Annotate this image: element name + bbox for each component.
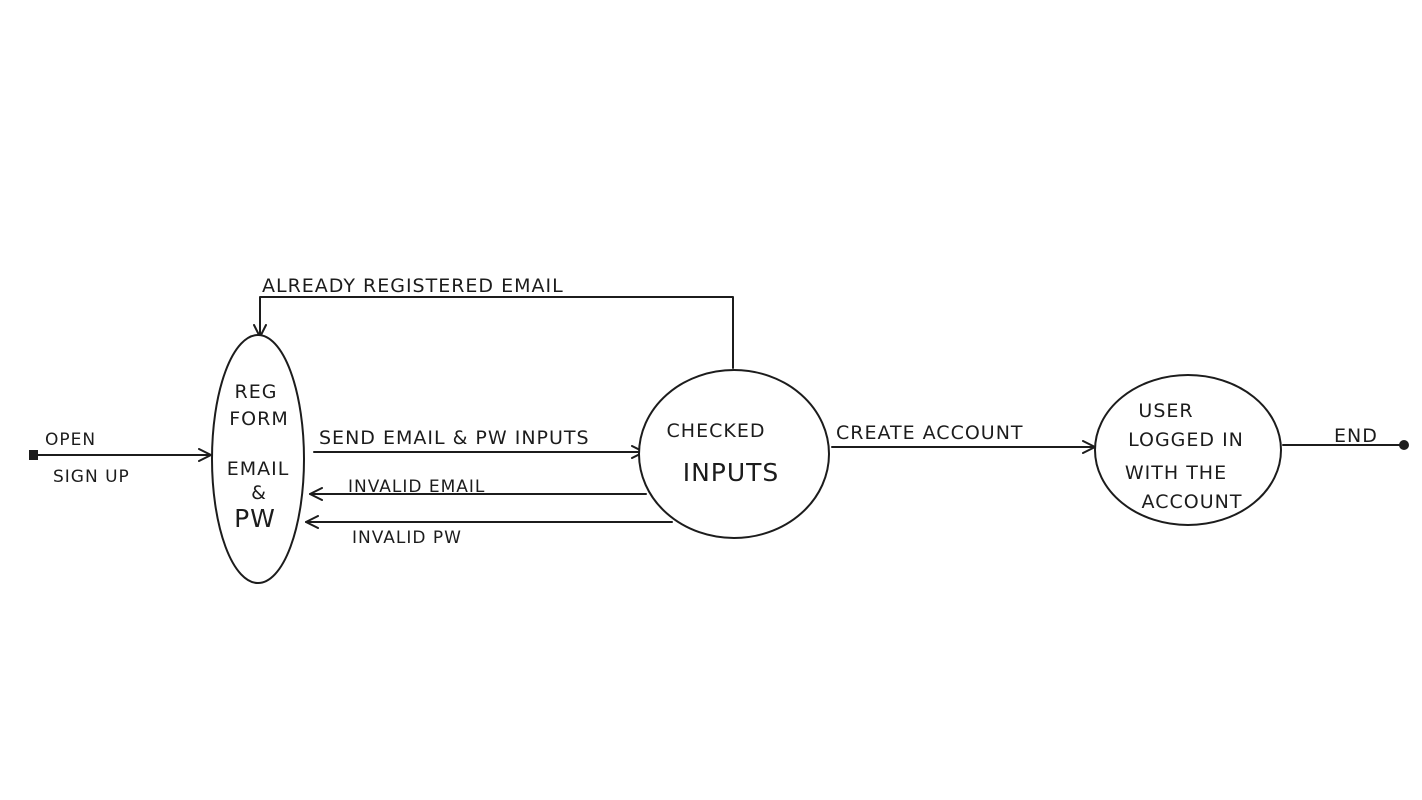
user-logged-in-line1: USER	[1138, 400, 1193, 422]
open-sign-up-label-line2: SIGN UP	[53, 467, 130, 487]
reg-form-line1: REG	[235, 381, 278, 403]
start-node	[29, 450, 38, 460]
state-checked-inputs	[638, 369, 830, 539]
send-inputs-label: SEND EMAIL & PW INPUTS	[319, 427, 590, 449]
end-label: END	[1334, 425, 1378, 447]
create-account-label: CREATE ACCOUNT	[836, 422, 1024, 444]
invalid-pw-label: INVALID PW	[352, 528, 462, 548]
reg-form-line2: FORM	[229, 408, 288, 430]
invalid-email-label: INVALID EMAIL	[348, 477, 485, 497]
checked-inputs-line2: INPUTS	[683, 458, 780, 487]
reg-form-line3: EMAIL	[227, 458, 290, 480]
end-node	[1399, 440, 1409, 450]
user-logged-in-line3: WITH THE	[1125, 462, 1227, 484]
already-registered-email-arrow	[253, 296, 734, 369]
state-reg-form	[211, 334, 305, 584]
reg-form-line5: PW	[234, 504, 276, 533]
already-registered-email-label: ALREADY REGISTERED EMAIL	[262, 275, 564, 297]
reg-form-line4: &	[251, 482, 267, 504]
checked-inputs-line1: CHECKED	[667, 420, 766, 442]
state-user-logged-in	[1094, 374, 1282, 526]
user-logged-in-line4: ACCOUNT	[1142, 491, 1243, 513]
user-logged-in-line2: LOGGED IN	[1128, 429, 1244, 451]
open-sign-up-label-line1: OPEN	[45, 430, 96, 450]
